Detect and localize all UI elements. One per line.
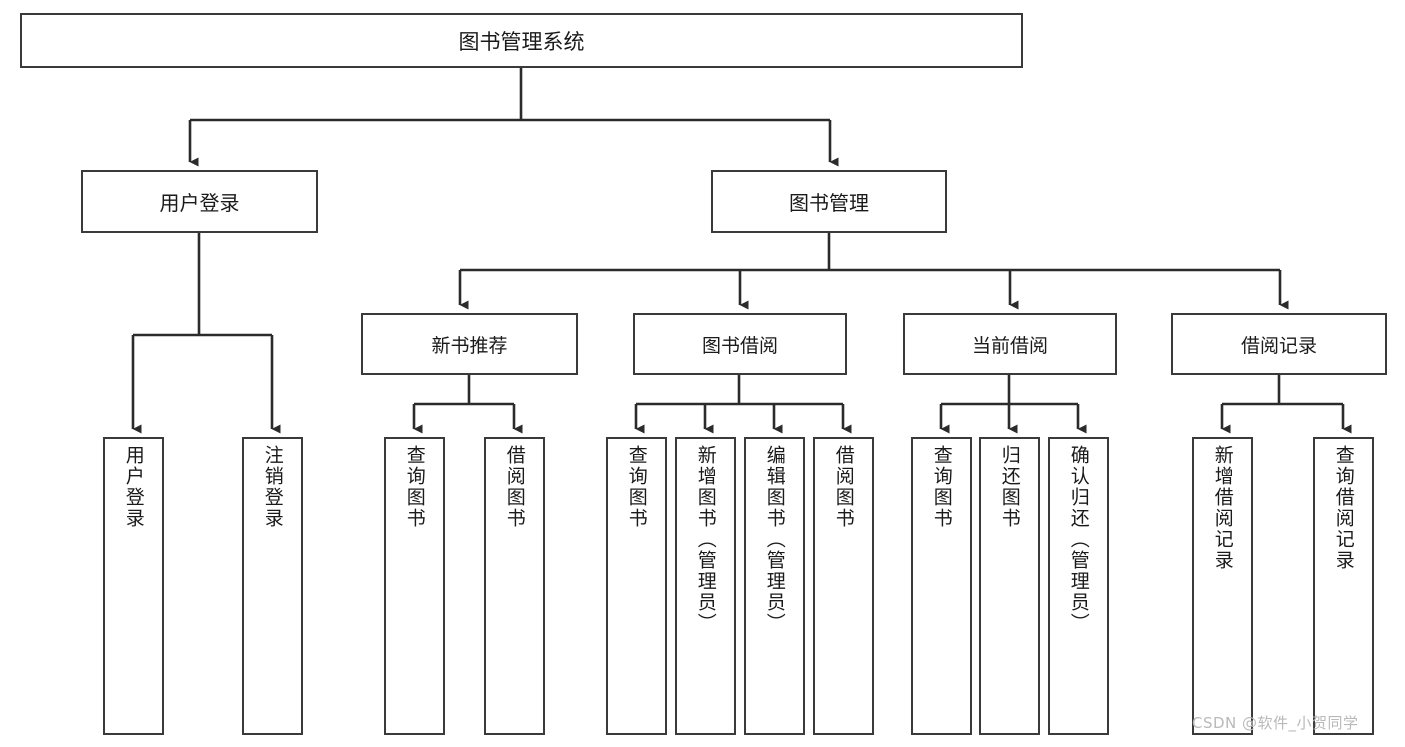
node-label: 当前借阅: [971, 334, 1048, 357]
node-root-system[interactable]: 图书管理系统: [20, 13, 1023, 68]
leaf-user-login-signin[interactable]: 用户登录: [103, 437, 164, 735]
node-label: 新书推荐: [431, 334, 508, 357]
leaf-borrow-edit-book-admin[interactable]: 编辑图书（管理员）: [744, 437, 805, 735]
leaf-label: 用户登录: [122, 445, 145, 529]
node-label: 用户登录: [159, 191, 240, 215]
leaf-current-return-book[interactable]: 归还图书: [979, 437, 1040, 735]
leaf-current-query-book[interactable]: 查询图书: [911, 437, 972, 735]
leaf-user-login-signout[interactable]: 注销登录: [242, 437, 303, 735]
leaf-current-confirm-return-admin[interactable]: 确认归还（管理员）: [1048, 437, 1109, 735]
node-label: 借阅记录: [1240, 334, 1317, 357]
node-borrow-record[interactable]: 借阅记录: [1171, 313, 1387, 375]
leaf-label: 查询图书: [403, 445, 426, 529]
node-book-borrow[interactable]: 图书借阅: [633, 313, 847, 375]
leaf-label: 查询图书: [930, 445, 953, 529]
leaf-record-query-borrow-record[interactable]: 查询借阅记录: [1313, 437, 1374, 735]
leaf-label: 注销登录: [261, 445, 284, 529]
leaf-recommend-query-book[interactable]: 查询图书: [384, 437, 445, 735]
leaf-label: 编辑图书（管理员）: [763, 445, 786, 634]
leaf-label: 借阅图书: [832, 445, 855, 529]
leaf-borrow-borrow-book[interactable]: 借阅图书: [813, 437, 874, 735]
leaf-label: 查询借阅记录: [1332, 445, 1355, 571]
node-book-management[interactable]: 图书管理: [711, 170, 947, 233]
leaf-borrow-query-book[interactable]: 查询图书: [606, 437, 667, 735]
leaf-label: 确认归还（管理员）: [1067, 445, 1090, 634]
leaf-borrow-add-book-admin[interactable]: 新增图书（管理员）: [675, 437, 736, 735]
leaf-label: 借阅图书: [503, 445, 526, 529]
leaf-label: 归还图书: [998, 445, 1021, 529]
node-label: 图书管理系统: [458, 29, 585, 54]
node-label: 图书管理: [789, 191, 869, 215]
node-new-book-recommend[interactable]: 新书推荐: [361, 313, 578, 375]
leaf-record-add-borrow-record[interactable]: 新增借阅记录: [1192, 437, 1253, 735]
leaf-label: 新增图书（管理员）: [694, 445, 717, 634]
node-label: 图书借阅: [701, 334, 778, 357]
node-user-login[interactable]: 用户登录: [81, 170, 318, 233]
leaf-label: 查询图书: [625, 445, 648, 529]
leaf-label: 新增借阅记录: [1211, 445, 1234, 571]
leaf-recommend-borrow-book[interactable]: 借阅图书: [484, 437, 545, 735]
node-current-borrow[interactable]: 当前借阅: [903, 313, 1117, 375]
